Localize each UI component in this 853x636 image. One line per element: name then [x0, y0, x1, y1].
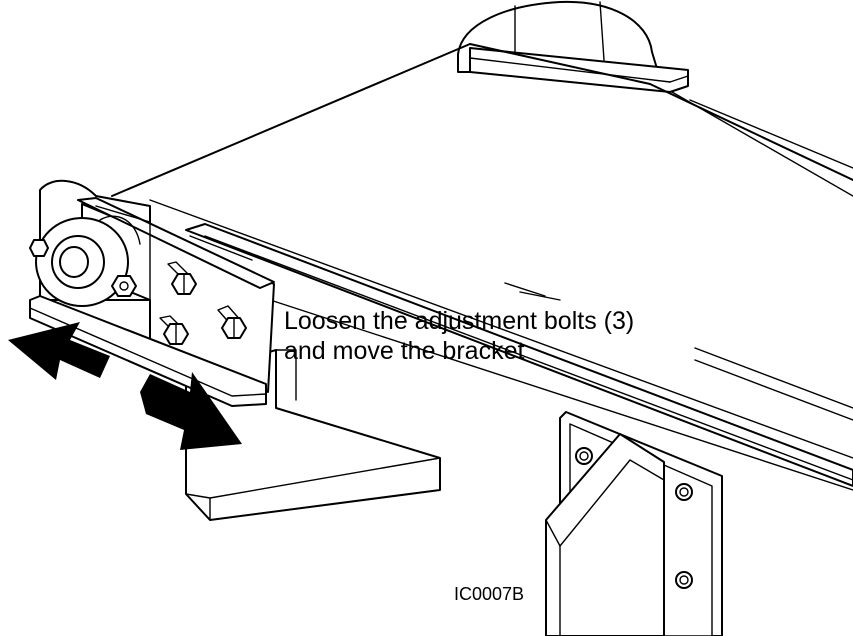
axle-nut	[111, 275, 137, 297]
leg-bolt	[675, 571, 693, 589]
callout-line-1: Loosen the adjustment bolts (3)	[284, 307, 635, 335]
callout-text: Loosen the adjustment bolts (3) and move…	[284, 306, 634, 366]
adjust-direction-arrows	[8, 322, 242, 450]
leg-bolt	[675, 483, 693, 501]
adjustment-bolts	[29, 239, 247, 345]
axle-nut	[29, 239, 49, 257]
arrow-left-icon	[8, 322, 110, 380]
callout-line-2: and move the bracket	[284, 337, 525, 365]
idler-pulley	[35, 215, 141, 307]
leg-bolt	[575, 447, 593, 465]
far-pulley-housing	[457, 0, 689, 93]
arrow-right-icon	[140, 372, 242, 450]
figure-reference-code: IC0007B	[454, 584, 525, 604]
adjustment-bolt	[159, 315, 189, 345]
conveyor-side-rail	[185, 223, 853, 487]
adjustment-bolt	[217, 305, 247, 339]
adjustment-bolt	[167, 261, 197, 295]
leg-bolts	[575, 447, 693, 589]
conveyor-belt	[111, 43, 853, 491]
leg-post	[545, 433, 665, 636]
